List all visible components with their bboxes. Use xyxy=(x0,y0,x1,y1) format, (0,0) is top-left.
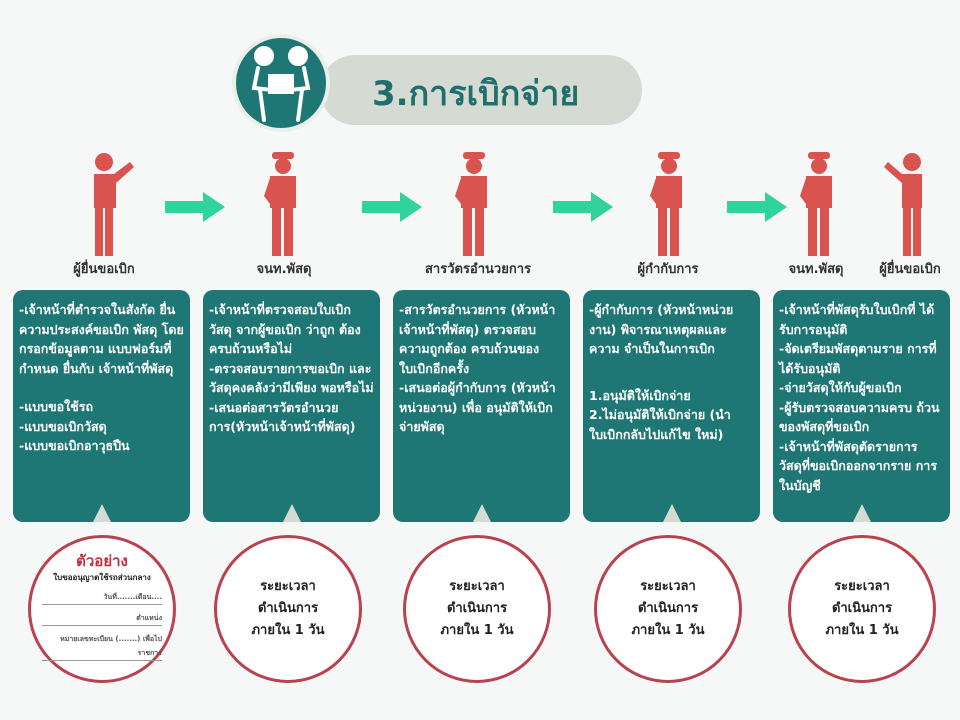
step-text: -สารวัตรอำนวยการ (หัวหน้าเจ้าหน้าที่พัสด… xyxy=(399,302,556,376)
step-text: -จัดเตรียมพัสดุตามราย การที่ได้รับอนุมัต… xyxy=(779,341,937,376)
step-text: -ผู้รับตรวจสอบความครบ ถ้วนของพัสดุที่ขอเ… xyxy=(779,399,940,435)
arrow-right-icon xyxy=(553,192,613,222)
arrow-right-icon xyxy=(727,192,787,222)
duration-value: ภายใน 1 วัน xyxy=(825,623,899,638)
duration-label: ระยะเวลา xyxy=(834,579,890,594)
sample-field: หมายเลขทะเบียน (.......) เพื่อไปราชการ xyxy=(42,632,162,661)
step-text: -ตรวจสอบรายการขอเบิก และวัสดุคงคลังว่ามี… xyxy=(209,360,374,396)
step-box-superintendent: -ผู้กำกับการ (หัวหน้าหน่วยงาน) พิจารณาเห… xyxy=(583,290,760,522)
page-title: 3.การเบิกจ่าย xyxy=(372,74,580,114)
duration-value: ภายใน 1 วัน xyxy=(440,623,514,638)
step-text: -เจ้าหน้าที่พัสดุรับใบเบิกที่ ได้รับการอ… xyxy=(779,302,935,337)
sample-heading: ตัวอย่าง xyxy=(76,552,128,570)
duration-label: ระยะเวลา xyxy=(260,579,316,594)
sample-form-circle: ตัวอย่าง ใบขออนุญาตใช้รถส่วนกลาง วันที่.… xyxy=(28,535,176,683)
step-box-inspector: -สารวัตรอำนวยการ (หัวหน้าเจ้าหน้าที่พัสด… xyxy=(393,290,570,522)
step-text: -เจ้าหน้าที่พัสดุตัดรายการ วัสดุที่ขอเบิ… xyxy=(779,438,938,493)
sample-field: วันที่.......เดือน.... xyxy=(42,590,162,605)
arrow-right-icon xyxy=(362,192,422,222)
step-box-requester: -เจ้าหน้าที่ตำรวจในสังกัด ยื่นความประสงค… xyxy=(13,290,190,522)
step-text: -เจ้าหน้าที่ตรวจสอบใบเบิก วัสดุ จากผู้ขอ… xyxy=(209,302,361,356)
arrow-right-icon xyxy=(165,192,225,222)
role-label: สารวัตรอำนวยการ xyxy=(424,262,532,277)
step-text: -ผู้กำกับการ (หัวหน้าหน่วยงาน) พิจารณาเห… xyxy=(589,302,734,356)
requester-person-icon xyxy=(94,153,134,256)
role-label: จนท.พัสดุ xyxy=(788,262,844,277)
sample-subtitle: ใบขออนุญาตใช้รถส่วนกลาง xyxy=(53,573,151,582)
title-banner xyxy=(320,55,642,125)
pointer xyxy=(852,504,871,522)
decision-item: 2.ไม่อนุมัติให้เบิกจ่าย (นำใบเบิกกลับไปแ… xyxy=(589,407,731,442)
pointer xyxy=(472,504,491,522)
step-text: -เสนอต่อผู้กำกับการ (หัวหน้าหน่วยงาน) เพ… xyxy=(399,380,556,434)
form-item: -แบบขอเบิกอาวุธปืน xyxy=(19,438,130,453)
step-text: -จ่ายวัสดุให้กับผู้ขอเบิก xyxy=(779,380,902,395)
pointer xyxy=(92,504,111,522)
duration-circle: ระยะเวลา ดำเนินการ ภายใน 1 วัน xyxy=(594,535,742,683)
duration-value: ภายใน 1 วัน xyxy=(631,623,705,638)
duration-label: ระยะเวลา xyxy=(640,579,696,594)
officer-person-icon xyxy=(455,152,487,256)
duration-value: ภายใน 1 วัน xyxy=(251,623,325,638)
officer-person-icon xyxy=(650,152,682,256)
pointer xyxy=(282,504,301,522)
form-item: -แบบขอใช้รถ xyxy=(19,399,94,414)
decision-item: 1.อนุมัติให้เบิกจ่าย xyxy=(589,387,691,403)
officer-person-icon xyxy=(264,152,296,256)
step-text: -เจ้าหน้าที่ตำรวจในสังกัด ยื่นความประสงค… xyxy=(19,302,184,376)
role-label: ผู้กำกับการ xyxy=(637,262,699,277)
requester-person-icon xyxy=(884,153,922,256)
role-label: จนท.พัสดุ xyxy=(256,262,312,277)
duration-circle: ระยะเวลา ดำเนินการ ภายใน 1 วัน xyxy=(214,535,362,683)
duration-label: ดำเนินการ xyxy=(257,601,319,616)
handover-icon xyxy=(232,34,330,132)
form-item: -แบบขอเบิกวัสดุ xyxy=(19,418,107,434)
duration-circle: ระยะเวลา ดำเนินการ ภายใน 1 วัน xyxy=(403,535,551,683)
step-text: -เสนอต่อสารวัตรอำนวย การ(หัวหน้าเจ้าหน้า… xyxy=(209,399,356,435)
step-box-supply-officer: -เจ้าหน้าที่ตรวจสอบใบเบิก วัสดุ จากผู้ขอ… xyxy=(203,290,380,522)
duration-label: ดำเนินการ xyxy=(831,601,893,616)
role-label: ผู้ยื่นขอเบิก xyxy=(73,262,135,277)
pointer xyxy=(662,504,681,522)
duration-label: ดำเนินการ xyxy=(446,601,508,616)
duration-label: ระยะเวลา xyxy=(449,579,505,594)
duration-label: ดำเนินการ xyxy=(637,601,699,616)
duration-circle: ระยะเวลา ดำเนินการ ภายใน 1 วัน xyxy=(788,535,936,683)
role-label: ผู้ยื่นขอเบิก xyxy=(879,262,941,277)
officer-person-icon xyxy=(800,152,832,256)
step-box-supply-officer-dispense: -เจ้าหน้าที่พัสดุรับใบเบิกที่ ได้รับการอ… xyxy=(773,290,950,522)
sample-field: ตำแหน่ง xyxy=(42,611,162,626)
